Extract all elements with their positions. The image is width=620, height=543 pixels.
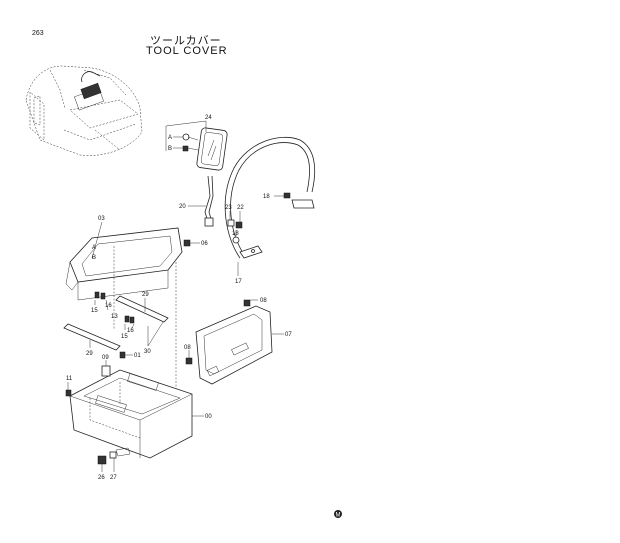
ref-label-b-low: B — [92, 255, 96, 261]
part-label-27: 27 — [110, 475, 117, 481]
part-label-17: 17 — [235, 279, 242, 285]
part-label-08-upper: 08 — [260, 298, 267, 304]
hand-rail: 17 18 23 22 18 — [224, 136, 316, 285]
mirror-stay: 20 — [179, 175, 214, 227]
ref-label-b-top: B — [168, 146, 172, 152]
machine-overview-illustration — [25, 65, 143, 156]
part-label-22: 22 — [237, 205, 244, 211]
footer-mark-letter: M — [336, 513, 341, 519]
part-label-09: 09 — [102, 355, 109, 361]
part-label-00: 00 — [205, 414, 212, 420]
part-label-23: 23 — [225, 205, 232, 211]
part-label-30: 30 — [144, 349, 151, 355]
part-label-13: 13 — [111, 314, 118, 320]
side-door: 07 08 08 — [184, 298, 292, 385]
part-label-15-lower: 15 — [121, 334, 128, 340]
title-english: TOOL COVER — [146, 45, 228, 57]
part-label-24: 24 — [205, 115, 212, 121]
title-japanese: ツールカバー — [150, 34, 222, 47]
footer-mark: M — [334, 510, 342, 519]
part-label-07: 07 — [285, 332, 292, 338]
ref-label-a-low: A — [92, 245, 96, 251]
page-number: 263 — [32, 30, 44, 37]
seals-and-fasteners: 29 29 30 15 16 13 15 16 — [63, 291, 169, 357]
part-label-06: 06 — [201, 241, 208, 247]
top-cover: 03 06 A B — [65, 216, 208, 392]
part-label-20: 20 — [179, 204, 186, 210]
part-label-15-upper: 15 — [91, 308, 98, 314]
part-label-18-upper: 18 — [263, 194, 270, 200]
part-label-01: 01 — [134, 353, 141, 359]
part-label-16-upper: 16 — [105, 303, 112, 309]
part-label-03: 03 — [98, 216, 105, 222]
part-label-11: 11 — [66, 376, 73, 382]
part-label-26: 26 — [98, 475, 105, 481]
part-label-29-lower: 29 — [86, 351, 93, 357]
part-label-08-lower: 08 — [184, 345, 191, 351]
mirror-assembly: 24 A B — [165, 115, 228, 171]
tool-box: 00 01 09 11 26 27 — [65, 351, 212, 481]
ref-label-a-top: A — [168, 135, 172, 141]
part-label-29-upper: 29 — [142, 292, 149, 298]
part-label-16-lower: 16 — [127, 328, 134, 334]
part-label-18-lower: 18 — [232, 231, 239, 237]
